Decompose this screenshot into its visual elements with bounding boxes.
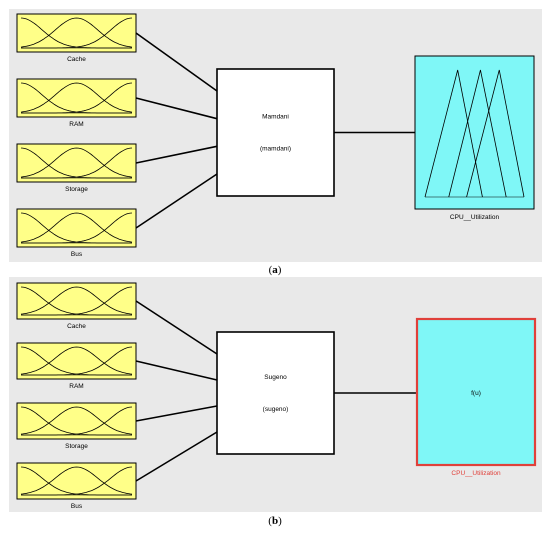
membership-curve xyxy=(20,406,133,435)
output-triangle xyxy=(448,69,507,198)
input-label: Storage xyxy=(65,186,88,193)
input-label: Cache xyxy=(67,56,86,63)
output-label: CPU__Utilization xyxy=(451,470,501,477)
input-connector xyxy=(135,360,218,381)
input-box xyxy=(16,402,137,440)
system-box-a xyxy=(216,68,335,197)
system-name: Mamdani xyxy=(262,114,289,121)
input-box xyxy=(16,208,137,248)
membership-curve xyxy=(20,466,133,495)
input-box xyxy=(16,13,137,53)
input-label: Bus xyxy=(71,251,83,258)
membership-curve xyxy=(20,212,133,243)
input-box xyxy=(16,78,137,118)
caption-b-letter: b xyxy=(271,515,279,527)
input-box xyxy=(16,282,137,320)
output-a: CPU__Utilization xyxy=(414,55,535,221)
input-bus-a: Bus xyxy=(16,208,137,258)
output-triangle xyxy=(424,69,483,198)
input-label: Storage xyxy=(65,443,88,450)
input-label: RAM xyxy=(69,121,83,128)
system-box-b xyxy=(216,331,335,455)
system-type: (sugeno) xyxy=(263,406,289,413)
input-connector xyxy=(135,145,218,164)
input-connector xyxy=(135,97,218,120)
input-cache-b: Cache xyxy=(16,282,137,330)
input-box xyxy=(16,342,137,380)
membership-curve xyxy=(20,286,133,315)
input-connector xyxy=(135,173,218,229)
output-b: f(u) CPU__Utilization xyxy=(415,317,537,477)
membership-curve xyxy=(20,147,133,178)
input-ram-a: RAM xyxy=(16,78,137,128)
caption-b: (b) xyxy=(268,515,282,527)
input-label: Cache xyxy=(67,323,86,330)
system-type: (mamdani) xyxy=(260,146,291,153)
input-connector xyxy=(135,431,218,482)
input-connector xyxy=(135,300,218,355)
output-triangle xyxy=(466,69,525,198)
input-storage-a: Storage xyxy=(16,143,137,193)
output-function: f(u) xyxy=(471,390,481,397)
input-ram-b: RAM xyxy=(16,342,137,390)
input-cache-a: Cache xyxy=(16,13,137,63)
input-label: RAM xyxy=(69,383,83,390)
input-connector xyxy=(135,405,218,422)
membership-curve xyxy=(20,17,133,48)
input-storage-b: Storage xyxy=(16,402,137,450)
caption-a-letter: a xyxy=(272,264,278,276)
system-name: Sugeno xyxy=(264,374,287,381)
output-box xyxy=(414,55,535,210)
input-bus-b: Bus xyxy=(16,462,137,510)
output-box xyxy=(415,317,537,467)
membership-curve xyxy=(20,346,133,375)
output-label: CPU__Utilization xyxy=(450,214,500,221)
input-box xyxy=(16,462,137,500)
membership-curve xyxy=(20,82,133,113)
input-connector xyxy=(135,32,218,92)
input-box xyxy=(16,143,137,183)
caption-a: (a) xyxy=(268,264,282,276)
input-label: Bus xyxy=(71,503,83,510)
